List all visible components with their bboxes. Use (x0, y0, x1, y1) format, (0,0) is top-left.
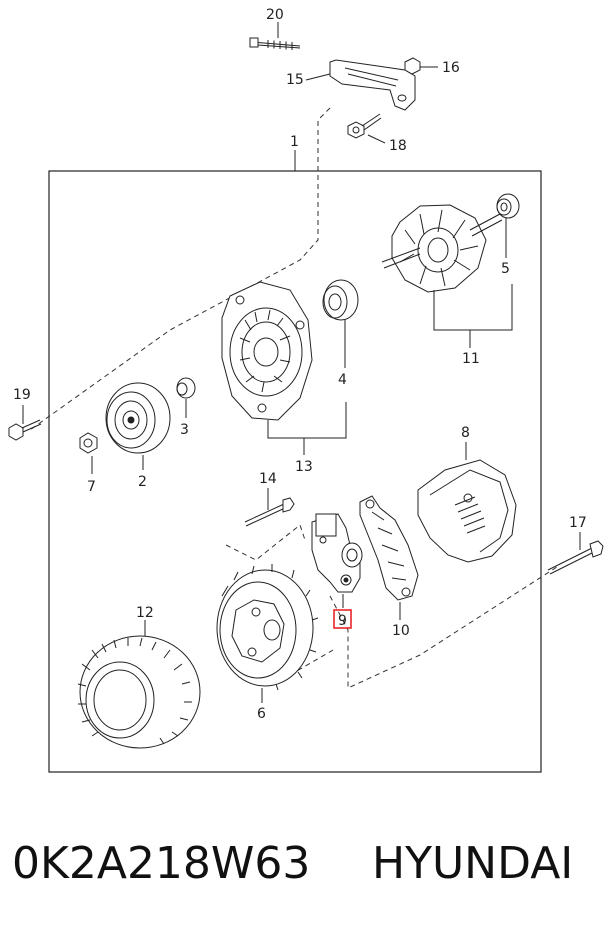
callout-6: 6 (257, 706, 266, 722)
callout-19: 19 (13, 387, 31, 403)
callout-7: 7 (87, 479, 96, 495)
callout-14: 14 (259, 471, 277, 487)
callout-17: 17 (569, 515, 587, 531)
callout-8: 8 (461, 425, 470, 441)
callout-15: 15 (286, 72, 304, 88)
front-housing-13 (221, 281, 347, 455)
callout-18: 18 (389, 138, 407, 154)
spacer-3 (176, 377, 196, 418)
callout-13: 13 (295, 459, 313, 475)
bolt-14 (244, 488, 295, 527)
rectifier-10 (359, 495, 419, 620)
caption: 0K2A218W63 HYUNDAI (0, 830, 611, 900)
bolt-17 (547, 532, 604, 575)
callout-11: 11 (462, 351, 480, 367)
part-number: 0K2A218W63 (12, 838, 311, 889)
alternator-exploded-diagram: 20 16 15 18 1 5 11 4 19 3 13 2 7 8 14 17… (8, 7, 604, 773)
callout-16: 16 (442, 60, 460, 76)
pulley-2 (105, 382, 171, 470)
callout-12: 12 (136, 605, 154, 621)
nut-7 (79, 432, 98, 474)
voltage-regulator-9 (311, 513, 363, 608)
rear-cover-8 (417, 442, 517, 563)
callout-3: 3 (180, 422, 189, 438)
callout-10: 10 (392, 623, 410, 639)
bolt-20 (249, 22, 301, 50)
rear-housing-6 (216, 564, 319, 703)
callout-9: 9 (338, 613, 347, 629)
bolt-19 (8, 405, 42, 441)
callout-2: 2 (138, 474, 147, 490)
callout-20: 20 (266, 7, 284, 23)
highlight-box-9 (333, 609, 352, 629)
stator-12 (77, 620, 201, 749)
bolt-18 (347, 113, 386, 144)
bearing-4 (322, 279, 359, 368)
rotor-11 (381, 204, 513, 348)
callout-4: 4 (338, 372, 347, 388)
bracket-15 (305, 59, 416, 111)
brand-name: HYUNDAI (372, 838, 574, 889)
bearing-5 (496, 193, 520, 258)
callout-5: 5 (501, 261, 510, 277)
callout-1: 1 (290, 134, 299, 150)
nut-16 (404, 57, 438, 75)
